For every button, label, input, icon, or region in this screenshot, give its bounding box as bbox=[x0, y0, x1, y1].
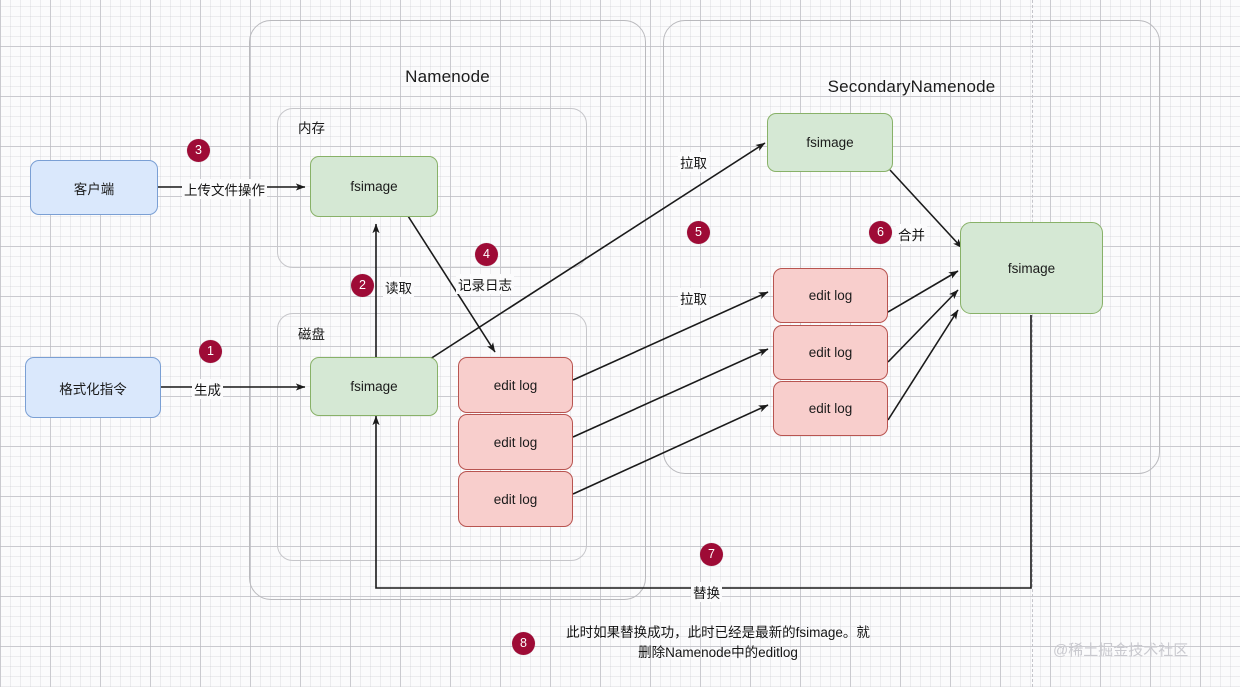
node-namenode-editlog-3[interactable]: edit log bbox=[458, 471, 573, 527]
step-badge-8: 8 bbox=[512, 632, 535, 655]
node-format-command[interactable]: 格式化指令 bbox=[25, 357, 161, 418]
node-client-label: 客户端 bbox=[73, 181, 115, 197]
page-boundary-guide bbox=[1032, 0, 1033, 687]
edge-label-merge: 合并 bbox=[896, 224, 927, 244]
step-badge-1: 1 bbox=[199, 340, 222, 363]
node-secondary-fsimage-label: fsimage bbox=[806, 135, 854, 150]
subgroup-disk-title: 磁盘 bbox=[298, 327, 325, 342]
node-secondary-editlog-2-label: edit log bbox=[808, 345, 853, 360]
watermark: @稀土掘金技术社区 bbox=[1053, 642, 1189, 659]
step-badge-6: 6 bbox=[869, 221, 892, 244]
node-namenode-editlog-3-label: edit log bbox=[493, 491, 538, 507]
edge-label-pull-top: 拉取 bbox=[678, 152, 709, 172]
node-disk-fsimage[interactable]: fsimage bbox=[310, 357, 438, 416]
group-namenode-title: Namenode bbox=[405, 67, 490, 86]
node-merged-fsimage-label: fsimage bbox=[1007, 260, 1056, 276]
node-secondary-editlog-1[interactable]: edit log bbox=[773, 268, 888, 323]
node-merged-fsimage[interactable]: fsimage bbox=[960, 222, 1103, 314]
edge-label-read: 读取 bbox=[383, 277, 414, 297]
group-secondary-namenode-title: SecondaryNamenode bbox=[827, 77, 996, 96]
step-badge-2: 2 bbox=[351, 274, 374, 297]
step-badge-4: 4 bbox=[475, 243, 498, 266]
edge-label-record-log: 记录日志 bbox=[456, 274, 514, 294]
node-namenode-editlog-2-label: edit log bbox=[493, 434, 538, 450]
subgroup-memory-title: 内存 bbox=[298, 121, 325, 136]
footnote-step-8: 此时如果替换成功，此时已经是最新的fsimage。就 删除Namenode中的e… bbox=[566, 625, 870, 660]
edge-label-generate: 生成 bbox=[192, 379, 223, 399]
node-secondary-editlog-2[interactable]: edit log bbox=[773, 325, 888, 380]
step-badge-7: 7 bbox=[700, 543, 723, 566]
node-format-command-label: 格式化指令 bbox=[59, 381, 127, 397]
node-secondary-editlog-3-label: edit log bbox=[808, 401, 853, 416]
node-secondary-fsimage[interactable]: fsimage bbox=[767, 113, 893, 172]
edge-label-pull-bottom: 拉取 bbox=[678, 288, 709, 308]
node-memory-fsimage-label: fsimage bbox=[350, 179, 398, 194]
node-client[interactable]: 客户端 bbox=[30, 160, 158, 215]
node-namenode-editlog-1-label: edit log bbox=[493, 377, 538, 393]
node-secondary-editlog-1-label: edit log bbox=[808, 288, 853, 303]
step-badge-5: 5 bbox=[687, 221, 710, 244]
node-namenode-editlog-2[interactable]: edit log bbox=[458, 414, 573, 470]
node-secondary-editlog-3[interactable]: edit log bbox=[773, 381, 888, 436]
step-badge-3: 3 bbox=[187, 139, 210, 162]
edge-label-upload: 上传文件操作 bbox=[182, 179, 267, 199]
node-namenode-editlog-1[interactable]: edit log bbox=[458, 357, 573, 413]
node-memory-fsimage[interactable]: fsimage bbox=[310, 156, 438, 217]
edge-label-replace: 替换 bbox=[691, 582, 722, 602]
node-disk-fsimage-label: fsimage bbox=[350, 379, 398, 394]
